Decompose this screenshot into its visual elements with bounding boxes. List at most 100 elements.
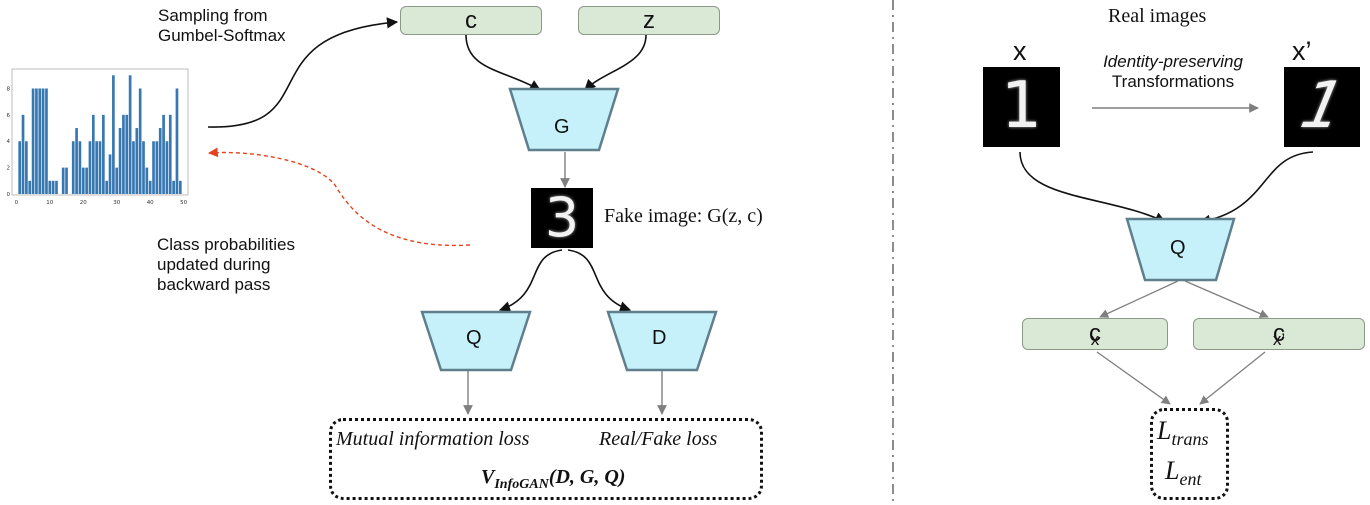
bar-48 bbox=[175, 88, 179, 194]
bar-1 bbox=[18, 141, 22, 194]
x-tick-label: 40 bbox=[147, 200, 154, 206]
y-tick-label: 8 bbox=[7, 86, 11, 92]
transformation-caption: Identity-preserving Transformations bbox=[1078, 52, 1268, 92]
bar-34 bbox=[128, 75, 132, 194]
generator-network bbox=[508, 87, 620, 152]
backward-caption-line-1: Class probabilities bbox=[157, 235, 295, 254]
bar-46 bbox=[168, 114, 172, 194]
bar-29 bbox=[112, 75, 115, 194]
image-to-q-arrow bbox=[498, 249, 563, 313]
q-to-cx-arrow bbox=[1099, 280, 1179, 318]
sampling-caption-line-2: Gumbel-Softmax bbox=[158, 26, 286, 46]
bar-6 bbox=[35, 88, 38, 194]
bar-9 bbox=[45, 88, 48, 194]
real-images-title: Real images bbox=[1108, 5, 1207, 27]
bar-40 bbox=[148, 180, 152, 194]
cxp-to-loss-arrow bbox=[1199, 351, 1266, 405]
bar-49 bbox=[178, 180, 182, 194]
y-tick-label: 4 bbox=[7, 139, 11, 145]
transformation-caption-italic: Identity-preserving bbox=[1103, 52, 1243, 71]
d-network-label: D bbox=[652, 327, 667, 349]
bar-10 bbox=[48, 180, 52, 194]
y-tick-label: 2 bbox=[7, 166, 11, 172]
infogan-objective: VInfoGAN(D, G, Q) bbox=[481, 466, 625, 494]
bar-11 bbox=[51, 180, 55, 194]
y-tick-label: 6 bbox=[7, 113, 11, 119]
x-tick-label: 30 bbox=[113, 200, 120, 206]
q-network-left-label: Q bbox=[466, 327, 482, 349]
bar-42 bbox=[155, 141, 159, 194]
z-to-g-arrow bbox=[584, 34, 647, 91]
real-image-x-digit: 1 bbox=[1001, 69, 1042, 143]
backward-caption-line-2: updated during bbox=[157, 255, 271, 275]
bar-30 bbox=[115, 167, 119, 194]
x-tick-label: 10 bbox=[46, 200, 53, 206]
bar-24 bbox=[95, 141, 98, 194]
bar-43 bbox=[158, 128, 162, 194]
code-cxp-sub: x’ bbox=[1272, 329, 1286, 349]
real-fake-loss-label: Real/Fake loss bbox=[599, 428, 718, 450]
bar-36 bbox=[135, 128, 139, 194]
loss-ent: Lent bbox=[1165, 456, 1201, 490]
backward-caption-line-3: backward pass bbox=[157, 275, 271, 295]
bar-17 bbox=[71, 141, 75, 194]
mutual-information-loss-label: Mutual information loss bbox=[336, 428, 530, 450]
code-cx-main: c bbox=[1089, 319, 1101, 347]
chart-bars bbox=[18, 75, 182, 194]
latent-code-c-label: c bbox=[465, 6, 477, 34]
bar-2 bbox=[21, 114, 25, 194]
bar-39 bbox=[145, 167, 149, 194]
infogan-loss-box bbox=[329, 418, 763, 500]
loss-ent-sub: ent bbox=[1179, 469, 1202, 490]
bar-44 bbox=[162, 114, 165, 194]
bar-3 bbox=[25, 141, 28, 194]
sampling-arrow bbox=[207, 17, 399, 128]
bar-4 bbox=[28, 180, 32, 194]
transformed-image-x-prime: 1 bbox=[1284, 67, 1360, 147]
infogan-objective-sub: InfoGAN bbox=[494, 477, 549, 492]
d-network bbox=[606, 310, 718, 372]
bar-22 bbox=[88, 141, 92, 194]
bar-26 bbox=[102, 114, 105, 194]
bar-20 bbox=[81, 167, 85, 194]
fake-image: 3 bbox=[531, 186, 593, 249]
sampling-caption-line-1: Sampling from bbox=[158, 6, 268, 25]
bar-19 bbox=[78, 141, 82, 194]
bar-38 bbox=[142, 141, 145, 194]
x-tick-label: 20 bbox=[80, 200, 87, 206]
image-to-d-arrow bbox=[567, 249, 632, 313]
bar-25 bbox=[98, 141, 102, 194]
bar-47 bbox=[172, 180, 175, 194]
noise-z-label: z bbox=[643, 6, 655, 34]
bar-23 bbox=[91, 114, 95, 194]
bar-14 bbox=[61, 167, 65, 194]
bar-7 bbox=[38, 88, 42, 194]
infogan-objective-args: (D, G, Q) bbox=[548, 466, 626, 488]
q-to-cxp-arrow bbox=[1184, 280, 1269, 318]
x-prime-label: x’ bbox=[1292, 36, 1312, 66]
latent-code-c-box: c bbox=[400, 6, 542, 35]
bar-5 bbox=[31, 88, 35, 194]
sampling-caption: Sampling from Gumbel-Softmax bbox=[158, 6, 286, 46]
transformed-image-digit: 1 bbox=[1286, 69, 1358, 143]
backward-caption: Class probabilities updated during backw… bbox=[157, 235, 295, 295]
bar-31 bbox=[118, 128, 122, 194]
cx-to-loss-arrow bbox=[1096, 351, 1171, 405]
loss-trans-main: L bbox=[1157, 416, 1172, 445]
bar-41 bbox=[152, 141, 155, 194]
bar-21 bbox=[85, 167, 88, 194]
bar-28 bbox=[108, 154, 112, 194]
x-prime-to-q-arrow bbox=[1198, 151, 1314, 226]
bar-27 bbox=[105, 180, 109, 194]
x-tick-label: 50 bbox=[180, 200, 187, 206]
backward-pass-arrow bbox=[208, 147, 471, 247]
q-network-right bbox=[1125, 217, 1236, 282]
bar-18 bbox=[75, 128, 78, 194]
